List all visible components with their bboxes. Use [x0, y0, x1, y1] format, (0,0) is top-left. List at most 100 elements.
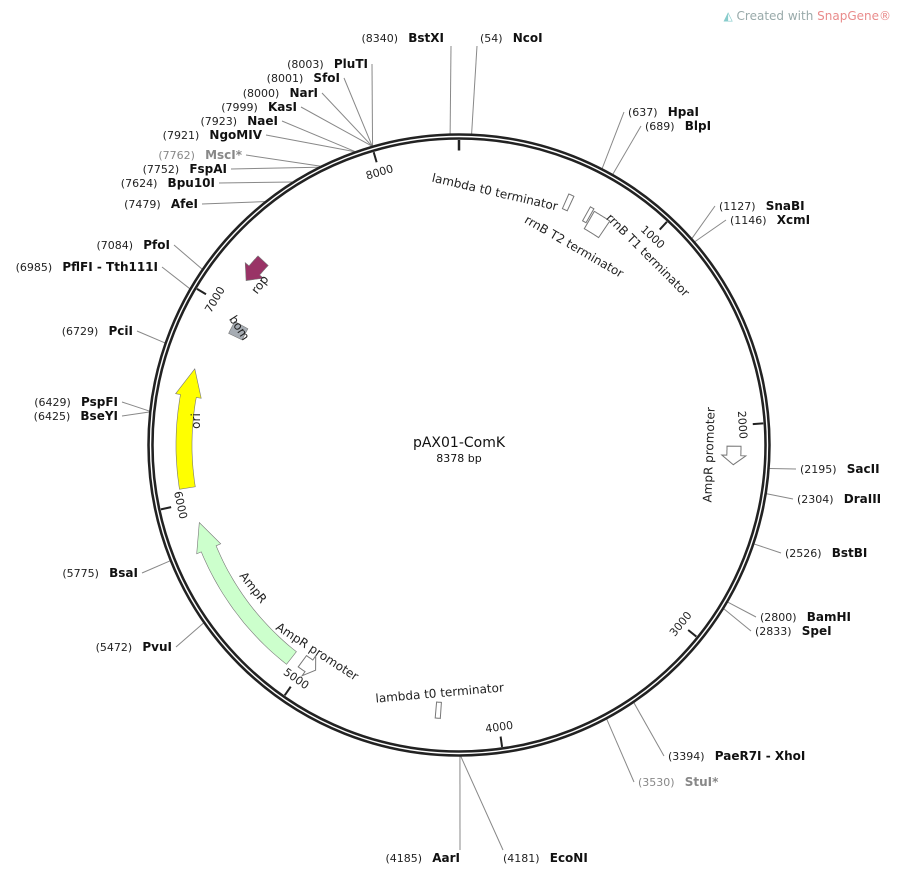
snapgene-brand: ◭ Created with SnapGene®	[724, 9, 892, 23]
plasmid-name: pAX01-ComK	[413, 435, 506, 451]
enzyme-name: BseYI	[80, 409, 118, 423]
enzyme-label[interactable]: (6985) PflFI - Tth111I	[16, 256, 158, 275]
enzyme-site-pspfi[interactable]: (6429) PspFI	[34, 391, 118, 410]
enzyme-site-bpu10i[interactable]: (7624) Bpu10I	[121, 172, 215, 191]
enzyme-position: (8340)	[362, 32, 399, 45]
enzyme-site-naei[interactable]: (7923) NaeI	[201, 110, 279, 129]
enzyme-label[interactable]: (6429) PspFI	[34, 391, 118, 410]
enzyme-position: (6425)	[34, 410, 71, 423]
enzyme-position: (7624)	[121, 177, 158, 190]
enzyme-label[interactable]: (7923) NaeI	[201, 110, 279, 129]
enzyme-label[interactable]: (7921) NgoMIV	[163, 124, 263, 143]
enzyme-site-snabi[interactable]: (1127) SnaBI	[719, 195, 805, 214]
enzyme-label[interactable]: (2304) DraIII	[797, 488, 881, 507]
enzyme-label[interactable]: (3530) StuI*	[638, 771, 719, 790]
feature-ampr-promoter[interactable]	[297, 654, 317, 677]
feature-lambda-t0-terminator[interactable]	[434, 701, 442, 720]
enzyme-label[interactable]: (7762) MscI*	[158, 144, 242, 163]
enzyme-label[interactable]: (8001) SfoI	[267, 67, 340, 86]
feature-rrnb-t1-terminator[interactable]	[583, 210, 611, 239]
enzyme-position: (7921)	[163, 129, 200, 142]
enzyme-label[interactable]: (4185) AarI	[385, 847, 460, 866]
enzyme-site-fspai[interactable]: (7752) FspAI	[143, 158, 227, 177]
enzyme-site-bstxi[interactable]: (8340) BstXI	[362, 27, 445, 46]
enzyme-site-pluti[interactable]: (8003) PluTI	[287, 53, 368, 72]
enzyme-leader-line	[175, 622, 204, 648]
enzyme-site-blpi[interactable]: (689) BlpI	[645, 115, 711, 134]
enzyme-site-nari[interactable]: (8000) NarI	[243, 82, 318, 101]
enzyme-site-pfoi[interactable]: (7084) PfoI	[97, 234, 170, 253]
enzyme-label[interactable]: (637) HpaI	[628, 101, 699, 120]
enzyme-site-kasi[interactable]: (7999) KasI	[221, 96, 297, 115]
enzyme-label[interactable]: (689) BlpI	[645, 115, 711, 134]
enzyme-site-pvui[interactable]: (5472) PvuI	[96, 636, 172, 655]
enzyme-label[interactable]: (1127) SnaBI	[719, 195, 805, 214]
enzyme-label[interactable]: (7752) FspAI	[143, 158, 227, 177]
enzyme-position: (2800)	[760, 611, 797, 624]
enzyme-site-aari[interactable]: (4185) AarI	[385, 847, 460, 866]
enzyme-site-pflfi-tth111i[interactable]: (6985) PflFI - Tth111I	[16, 256, 158, 275]
enzyme-leader-line	[371, 63, 374, 146]
enzyme-label[interactable]: (6729) PciI	[62, 320, 133, 339]
feature-lambda-t0-terminator[interactable]	[561, 193, 575, 212]
feature-ori[interactable]	[175, 368, 202, 490]
tick-label: 8000	[364, 162, 395, 182]
enzyme-site-bstbi[interactable]: (2526) BstBI	[785, 542, 867, 561]
enzyme-label[interactable]: (1146) XcmI	[730, 209, 810, 228]
enzyme-position: (5472)	[96, 641, 133, 654]
enzyme-label[interactable]: (2800) BamHI	[760, 606, 851, 625]
enzyme-leader-line	[449, 45, 452, 134]
enzyme-site-paer7i-xhoi[interactable]: (3394) PaeR7I - XhoI	[668, 745, 805, 764]
enzyme-position: (7479)	[124, 198, 161, 211]
enzyme-label[interactable]: (8340) BstXI	[362, 27, 445, 46]
enzyme-position: (8001)	[267, 72, 304, 85]
enzyme-site-hpai[interactable]: (637) HpaI	[628, 101, 699, 120]
enzyme-site-sfoi[interactable]: (8001) SfoI	[267, 67, 340, 86]
enzyme-label[interactable]: (2833) SpeI	[755, 620, 832, 639]
enzyme-label[interactable]: (4181) EcoNI	[503, 847, 588, 866]
enzyme-site-ncoi[interactable]: (54) NcoI	[480, 27, 543, 46]
feature-rop[interactable]	[244, 255, 269, 281]
enzyme-label[interactable]: (5775) BsaI	[62, 562, 138, 581]
enzyme-name: PluTI	[334, 57, 368, 71]
enzyme-site-pcii[interactable]: (6729) PciI	[62, 320, 133, 339]
enzyme-site-bamhi[interactable]: (2800) BamHI	[760, 606, 851, 625]
enzyme-label[interactable]: (54) NcoI	[480, 27, 543, 46]
plasmid-length: 8378 bp	[436, 452, 481, 465]
enzyme-label[interactable]: (7479) AfeI	[124, 193, 198, 212]
enzyme-position: (637)	[628, 106, 658, 119]
feature-label: ori	[189, 413, 203, 429]
feature-ampr[interactable]	[196, 521, 297, 665]
feature-ampr-promoter[interactable]	[720, 445, 748, 466]
enzyme-label[interactable]: (7999) KasI	[221, 96, 297, 115]
enzyme-site-bsai[interactable]: (5775) BsaI	[62, 562, 138, 581]
enzyme-label[interactable]: (6425) BseYI	[34, 405, 118, 424]
enzyme-label[interactable]: (2195) SacII	[800, 458, 880, 477]
tick-mark	[372, 151, 378, 163]
feature-bom[interactable]	[228, 321, 249, 341]
enzyme-site-sacii[interactable]: (2195) SacII	[800, 458, 880, 477]
enzyme-name: BlpI	[685, 119, 711, 133]
enzyme-name: XcmI	[777, 213, 810, 227]
enzyme-site-xcmi[interactable]: (1146) XcmI	[730, 209, 810, 228]
enzyme-site-bseyi[interactable]: (6425) BseYI	[34, 405, 118, 424]
enzyme-site-stui-[interactable]: (3530) StuI*	[638, 771, 719, 790]
enzyme-name: PflFI - Tth111I	[62, 260, 158, 274]
enzyme-name: NcoI	[513, 31, 543, 45]
enzyme-label[interactable]: (5472) PvuI	[96, 636, 172, 655]
enzyme-site-msci-[interactable]: (7762) MscI*	[158, 144, 242, 163]
enzyme-label[interactable]: (8003) PluTI	[287, 53, 368, 72]
tick-mark	[659, 221, 668, 231]
enzyme-site-spei[interactable]: (2833) SpeI	[755, 620, 832, 639]
enzyme-site-ngomiv[interactable]: (7921) NgoMIV	[163, 124, 263, 143]
enzyme-label[interactable]: (8000) NarI	[243, 82, 318, 101]
enzyme-label[interactable]: (7624) Bpu10I	[121, 172, 215, 191]
enzyme-label[interactable]: (2526) BstBI	[785, 542, 867, 561]
enzyme-label[interactable]: (3394) PaeR7I - XhoI	[668, 745, 805, 764]
enzyme-site-draiii[interactable]: (2304) DraIII	[797, 488, 881, 507]
enzyme-site-econi[interactable]: (4181) EcoNI	[503, 847, 588, 866]
enzyme-position: (6429)	[34, 396, 71, 409]
feature-rrnb-t2-terminator[interactable]	[581, 205, 595, 224]
enzyme-site-afei[interactable]: (7479) AfeI	[124, 193, 198, 212]
enzyme-label[interactable]: (7084) PfoI	[97, 234, 170, 253]
